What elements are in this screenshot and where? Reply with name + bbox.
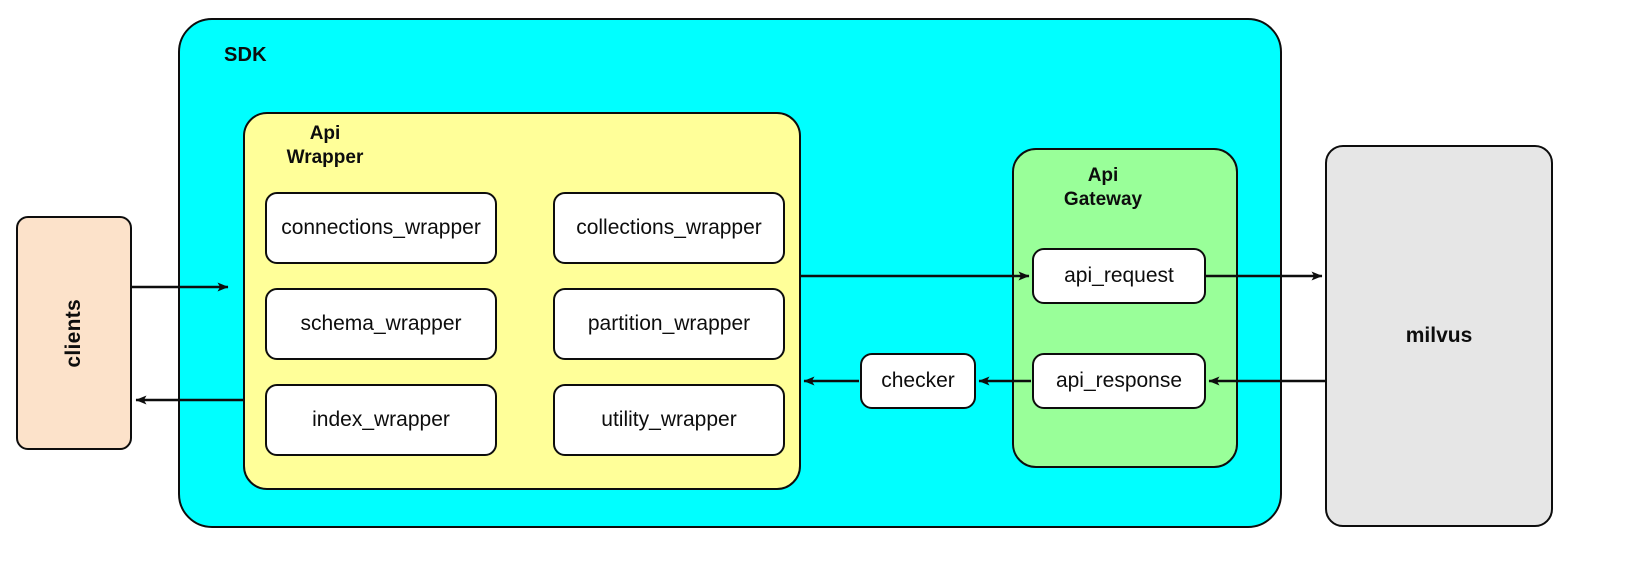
node-api-response[interactable]: api_response: [1032, 353, 1206, 409]
node-collections-wrapper-label: collections_wrapper: [576, 216, 762, 239]
api-wrapper-container-label: Api Wrapper: [286, 123, 364, 169]
node-schema-wrapper[interactable]: schema_wrapper: [265, 288, 497, 360]
node-api-request[interactable]: api_request: [1032, 248, 1206, 304]
node-milvus-label: milvus: [1405, 324, 1473, 347]
node-checker[interactable]: checker: [860, 353, 976, 409]
node-checker-label: checker: [881, 369, 955, 392]
sdk-container-label: SDK: [224, 44, 267, 66]
node-collections-wrapper[interactable]: collections_wrapper: [553, 192, 785, 264]
api-gateway-container-label: Api Gateway: [1063, 165, 1143, 211]
api-gateway-container[interactable]: Api Gateway: [1012, 148, 1238, 468]
node-utility-wrapper-label: utility_wrapper: [601, 408, 737, 431]
node-schema-wrapper-label: schema_wrapper: [300, 312, 462, 335]
node-clients[interactable]: clients: [16, 216, 132, 450]
node-milvus[interactable]: milvus: [1325, 145, 1553, 527]
node-connections-wrapper-label: connections_wrapper: [281, 216, 481, 239]
node-index-wrapper[interactable]: index_wrapper: [265, 384, 497, 456]
node-api-response-label: api_response: [1055, 369, 1183, 392]
node-api-request-label: api_request: [1064, 264, 1174, 287]
node-partition-wrapper-label: partition_wrapper: [587, 312, 751, 335]
node-index-wrapper-label: index_wrapper: [312, 408, 450, 431]
node-utility-wrapper[interactable]: utility_wrapper: [553, 384, 785, 456]
node-partition-wrapper[interactable]: partition_wrapper: [553, 288, 785, 360]
node-connections-wrapper[interactable]: connections_wrapper: [265, 192, 497, 264]
node-clients-label: clients: [62, 298, 85, 368]
